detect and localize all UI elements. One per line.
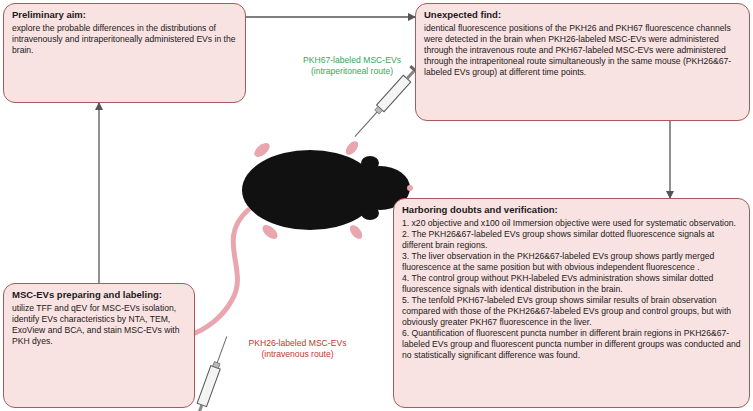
box-heading: Preliminary aim:	[12, 9, 237, 21]
mouse-foot	[260, 222, 280, 241]
flow-arrow	[246, 16, 415, 17]
mouse-foot	[252, 140, 272, 159]
box-text: 3. The liver observation in the PKH26&67…	[402, 251, 741, 273]
text-box: MSC-EVs preparing and labeling: utilize T…	[3, 283, 195, 408]
box-heading: MSC-EVs preparing and labeling:	[12, 289, 186, 301]
box-text: 6. Quantification of fluorescent puncta …	[402, 328, 741, 361]
mouse-ear	[361, 156, 379, 170]
box-text: explore the probable differences in the …	[12, 23, 237, 56]
flow-arrow	[98, 103, 99, 283]
route-label: PKH26-labeled MSC-EVs (intravenous route…	[240, 338, 355, 359]
box-text: 2. The PKH26&67-labeled EVs group shows …	[402, 229, 741, 251]
mouse-foot	[343, 139, 360, 157]
syringe	[350, 65, 420, 141]
box-heading: Unexpected find:	[424, 9, 741, 21]
route-label: PKH67-labeled MSC-EVs (intraperitoneal r…	[298, 55, 406, 76]
mouse-nose	[407, 185, 413, 191]
text-box: Harboring doubts and verification: 1. x20…	[393, 198, 750, 408]
syringe	[192, 334, 233, 411]
box-text: 4. The control group without PKH-labeled…	[402, 273, 741, 295]
flow-arrow	[669, 121, 670, 198]
box-text: 5. The tenfold PKH67-labeled EVs group s…	[402, 295, 741, 328]
mouse-foot	[347, 223, 364, 241]
box-text: utilize TFF and qEV for MSC-EVs isolatio…	[12, 303, 186, 347]
mouse-ear	[361, 206, 379, 220]
text-box: Preliminary aim: explore the probable dif…	[3, 3, 246, 103]
mouse-tail	[190, 210, 248, 335]
box-text: identical fluorescence positions of the …	[424, 23, 741, 78]
box-heading: Harboring doubts and verification:	[402, 204, 741, 216]
text-box: Unexpected find: identical fluorescence p…	[415, 3, 750, 121]
box-text: 1. x20 objective and x100 oil Immersion …	[402, 218, 741, 229]
